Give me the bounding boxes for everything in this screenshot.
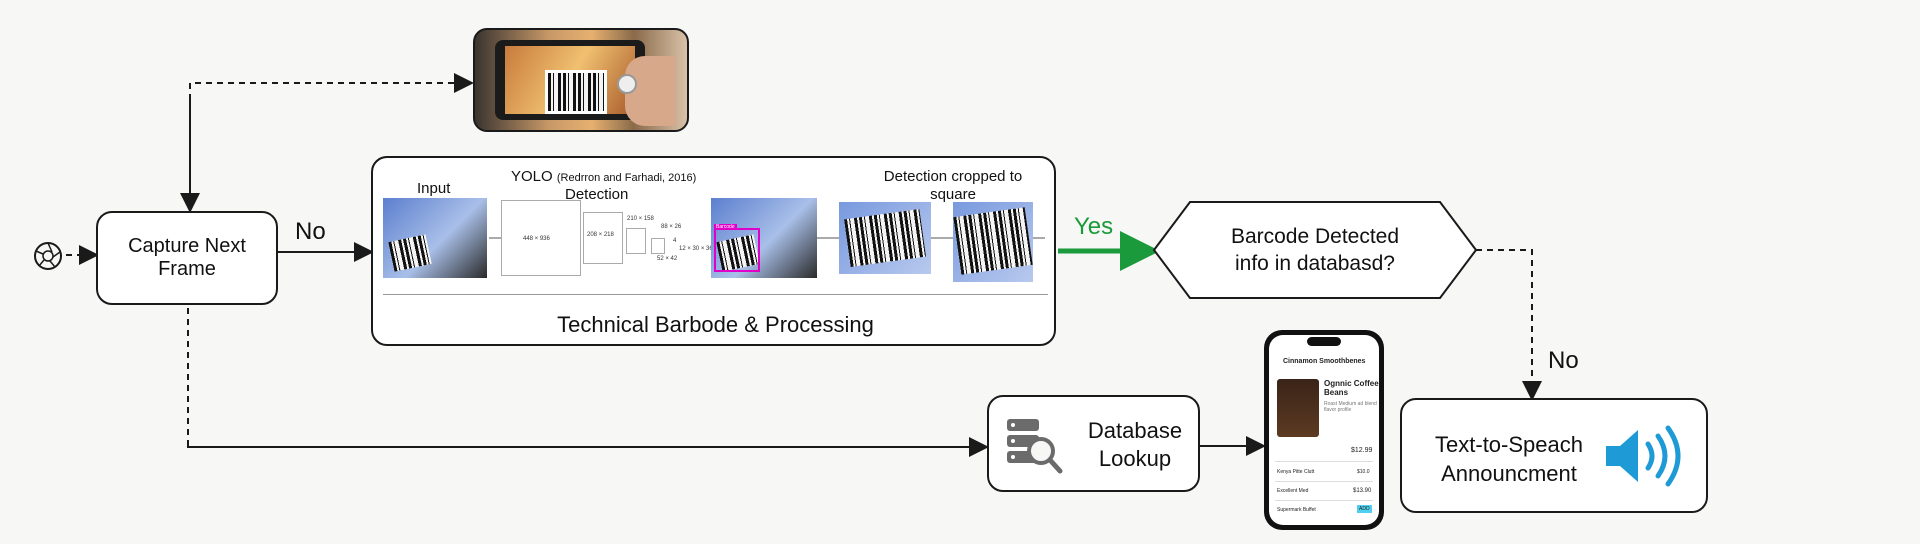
edge-no-label: No [295, 218, 326, 245]
cropped-image-2 [953, 202, 1033, 282]
layer-dim-3: 210 × 158 [627, 216, 654, 222]
layer-block-2 [583, 212, 623, 264]
decision-node [1152, 201, 1478, 299]
product-image [1277, 379, 1319, 437]
edge-yes-label: Yes [1074, 213, 1114, 240]
layer-dim-7: 12 × 30 × 36 [679, 246, 713, 252]
tts-label: Text-to-Speach Announcment [1435, 432, 1583, 486]
detection-image: Barcode [711, 198, 817, 278]
database-label: Database Lookup [1087, 418, 1183, 471]
yolo-label: YOLO [511, 168, 553, 185]
capture-next-frame-node: Capture Next Frame [96, 211, 278, 305]
row-2-name: Excellent Med [1277, 488, 1309, 494]
cropped-label: Detection cropped to square [883, 168, 1023, 203]
phone-header: Cinnamon Smoothbenes [1283, 358, 1366, 365]
processing-arrows [489, 237, 1045, 239]
input-label: Input [417, 180, 451, 197]
layer-dim-1: 448 × 936 [523, 236, 550, 242]
layer-dim-4: 88 × 26 [661, 224, 682, 230]
edge-no-tts-label: No [1548, 347, 1579, 374]
text-to-speech-node: Text-to-Speach Announcment [1400, 398, 1708, 513]
detection-tag: Barcode [714, 224, 737, 230]
yolo-citation: (Redrron and Farhadi, 2016) [556, 172, 697, 184]
row-3-name: Supermark Buffet [1277, 507, 1316, 513]
cropped-image-1 [839, 202, 931, 274]
edge-capture-to-camera [189, 73, 474, 210]
panel-divider [383, 294, 1048, 295]
layer-block-3 [626, 228, 646, 254]
capture-node-label: Capture Next Frame [128, 235, 246, 280]
processing-panel: Input YOLO (Redrron and Farhadi, 2016) D… [371, 156, 1056, 346]
database-search-icon [1007, 419, 1063, 474]
detection-bbox [714, 228, 760, 272]
layer-dim-6: 52 × 42 [657, 256, 678, 262]
detection-label: Detection [565, 186, 629, 203]
phone-mockup: Cinnamon Smoothbenes Ognnic Coffee Beans… [1264, 330, 1384, 530]
row-1-name: Kenya Pitte Clutt [1277, 469, 1315, 475]
speaker-icon [1606, 425, 1681, 487]
row-3-add-button[interactable]: ADD [1357, 505, 1372, 513]
aperture-icon [34, 242, 62, 270]
row-1-price: $10.0 [1357, 469, 1370, 475]
product-price: $12.99 [1351, 447, 1373, 454]
layer-dim-5: 4 [673, 238, 677, 244]
input-image [383, 198, 487, 278]
layer-block-1 [501, 200, 581, 276]
phone-camera-photo [473, 28, 689, 132]
layer-dim-2: 208 × 218 [587, 232, 614, 238]
layer-block-4 [651, 238, 665, 254]
yolo-heading: YOLO (Redrron and Farhadi, 2016) [511, 168, 696, 185]
decision-node-label: Barcode Detected info in databasd? [1230, 225, 1400, 275]
processing-title: Technical Barbode & Processing [557, 312, 874, 337]
database-lookup-node: Database Lookup [987, 395, 1200, 492]
product-desc: Roast Medium ad blend flavor profile [1324, 401, 1377, 413]
row-2-price: $13.90 [1353, 488, 1372, 494]
product-name: Ognnic Coffee Beans [1324, 379, 1379, 397]
edge-decision-to-tts [1476, 249, 1542, 401]
